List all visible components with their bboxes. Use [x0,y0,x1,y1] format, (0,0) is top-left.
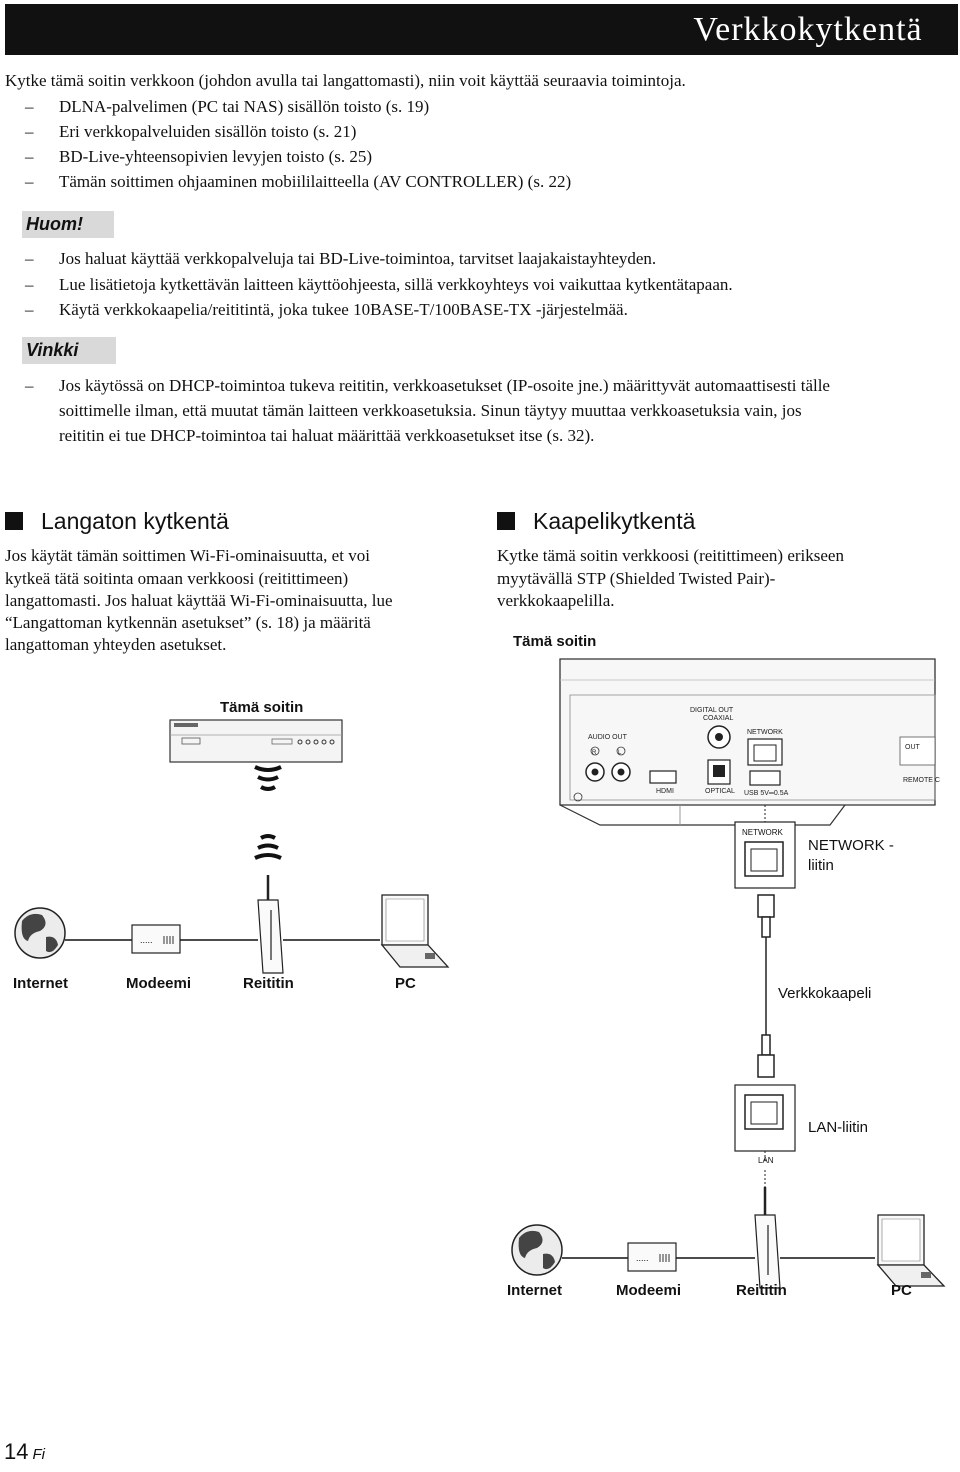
list-item: –Jos haluat käyttää verkkopalveluja tai … [25,249,657,268]
wireless-label-modem: Modeemi [126,975,192,992]
wireless-text-line: langattoman yhteyden asetukset. [5,635,227,654]
player-rear-panel: DIGITAL OUT COAXIAL AUDIO OUT R L NETWOR… [559,658,940,826]
wireless-text-line: langattomasti. Jos haluat käyttää Wi-Fi-… [5,591,393,610]
modem-icon: ..... [627,1242,677,1272]
network-enlarged-label: NETWORK [742,828,784,837]
globe-icon [511,1224,563,1276]
tip-label: Vinkki [22,337,116,364]
square-bullet-icon [497,512,515,530]
wireless-section-title: Langaton kytkentä [5,506,229,536]
wireless-text-line: “Langattoman kytkennän asetukset” (s. 18… [5,613,371,632]
wireless-text-line: Jos käytät tämän soittimen Wi-Fi-ominais… [5,546,370,565]
wired-label-modem: Modeemi [616,1282,682,1299]
list-item: –Lue lisätietoja kytkettävän laitteen kä… [25,275,733,294]
page-title: Verkkokytkentä [693,11,923,48]
wired-text-line: verkkokaapelilla. [497,591,615,610]
router-icon [754,1187,781,1289]
lan-label: LAN [758,1156,774,1165]
svg-text:.....: ..... [636,1253,649,1263]
laptop-icon [876,1214,946,1287]
tip-line: soittimelle ilman, että muutat tämän lai… [59,401,802,420]
wired-label-pc: PC [891,1282,912,1299]
wireless-label-router: Reititin [243,975,294,992]
panel-audio-out: AUDIO OUT [588,734,628,741]
network-port-enlarged-icon [734,805,796,889]
list-item: –Eri verkkopalveluiden sisällön toisto (… [25,122,357,141]
wired-diagram: DIGITAL OUT COAXIAL AUDIO OUT R L NETWOR… [559,658,940,1165]
wifi-signal-icon [254,765,282,791]
player-label: Tämä soitin [220,699,304,716]
wired-label-internet: Internet [507,1282,563,1299]
intro-text: Kytke tämä soitin verkkoon (johdon avull… [5,71,686,90]
panel-optical: OPTICAL [705,788,735,795]
panel-l: L [618,750,622,756]
panel-r: R [592,750,597,756]
network-port-label: liitin [808,857,834,874]
tip-line: –Jos käytössä on DHCP-toimintoa tukeva r… [25,376,830,395]
wireless-label-internet: Internet [13,975,69,992]
panel-remote: REMOTE C [903,777,940,784]
router-icon [257,875,284,974]
panel-network: NETWORK [747,729,783,736]
network-port-label: NETWORK - [808,837,894,854]
cable-label: Verkkokaapeli [778,985,872,1002]
panel-coaxial: COAXIAL [703,715,733,722]
square-bullet-icon [5,512,23,530]
laptop-icon [380,894,450,968]
wired-network-row: ..... [511,1170,946,1289]
wifi-signal-icon [254,834,282,860]
wired-player-label: Tämä soitin [513,633,597,650]
wireless-text-line: kytkeä tätä soitinta omaan verkkoosi (re… [5,569,349,588]
wired-label-router: Reititin [736,1282,787,1299]
list-item: –BD-Live-yhteensopivien levyjen toisto (… [25,147,373,166]
note-label: Huom! [22,211,114,238]
list-item: –DLNA-palvelimen (PC tai NAS) sisällön t… [25,97,430,116]
header-bar: Verkkokytkentä [5,4,958,55]
globe-icon [14,907,66,959]
lan-jack-icon [734,1084,796,1161]
list-item: –Käytä verkkokaapelia/reititintä, joka t… [25,300,628,319]
panel-usb: USB 5V═0.5A [744,790,789,797]
modem-icon: ..... [131,924,181,954]
page-number: 14 Fi [4,1439,45,1464]
player-front-icon [169,719,343,763]
panel-hdmi: HDMI [656,788,674,795]
panel-digital-out: DIGITAL OUT [690,707,734,714]
panel-out: OUT [905,744,921,751]
wireless-label-pc: PC [395,975,416,992]
list-item: –Tämän soittimen ohjaaminen mobiililaitt… [25,172,572,191]
tip-line: reititin ei tue DHCP-toimintoa tai halua… [59,426,595,445]
lan-jack-label: LAN-liitin [808,1119,869,1136]
wired-section-title: Kaapelikytkentä [497,506,695,536]
wireless-diagram: ..... [14,719,450,974]
network-cable-icon [757,894,775,1078]
svg-text:.....: ..... [140,935,153,945]
wired-text-line: myytävällä STP (Shielded Twisted Pair)- [497,569,776,588]
wired-text-line: Kytke tämä soitin verkkoosi (reitittimee… [497,546,844,565]
